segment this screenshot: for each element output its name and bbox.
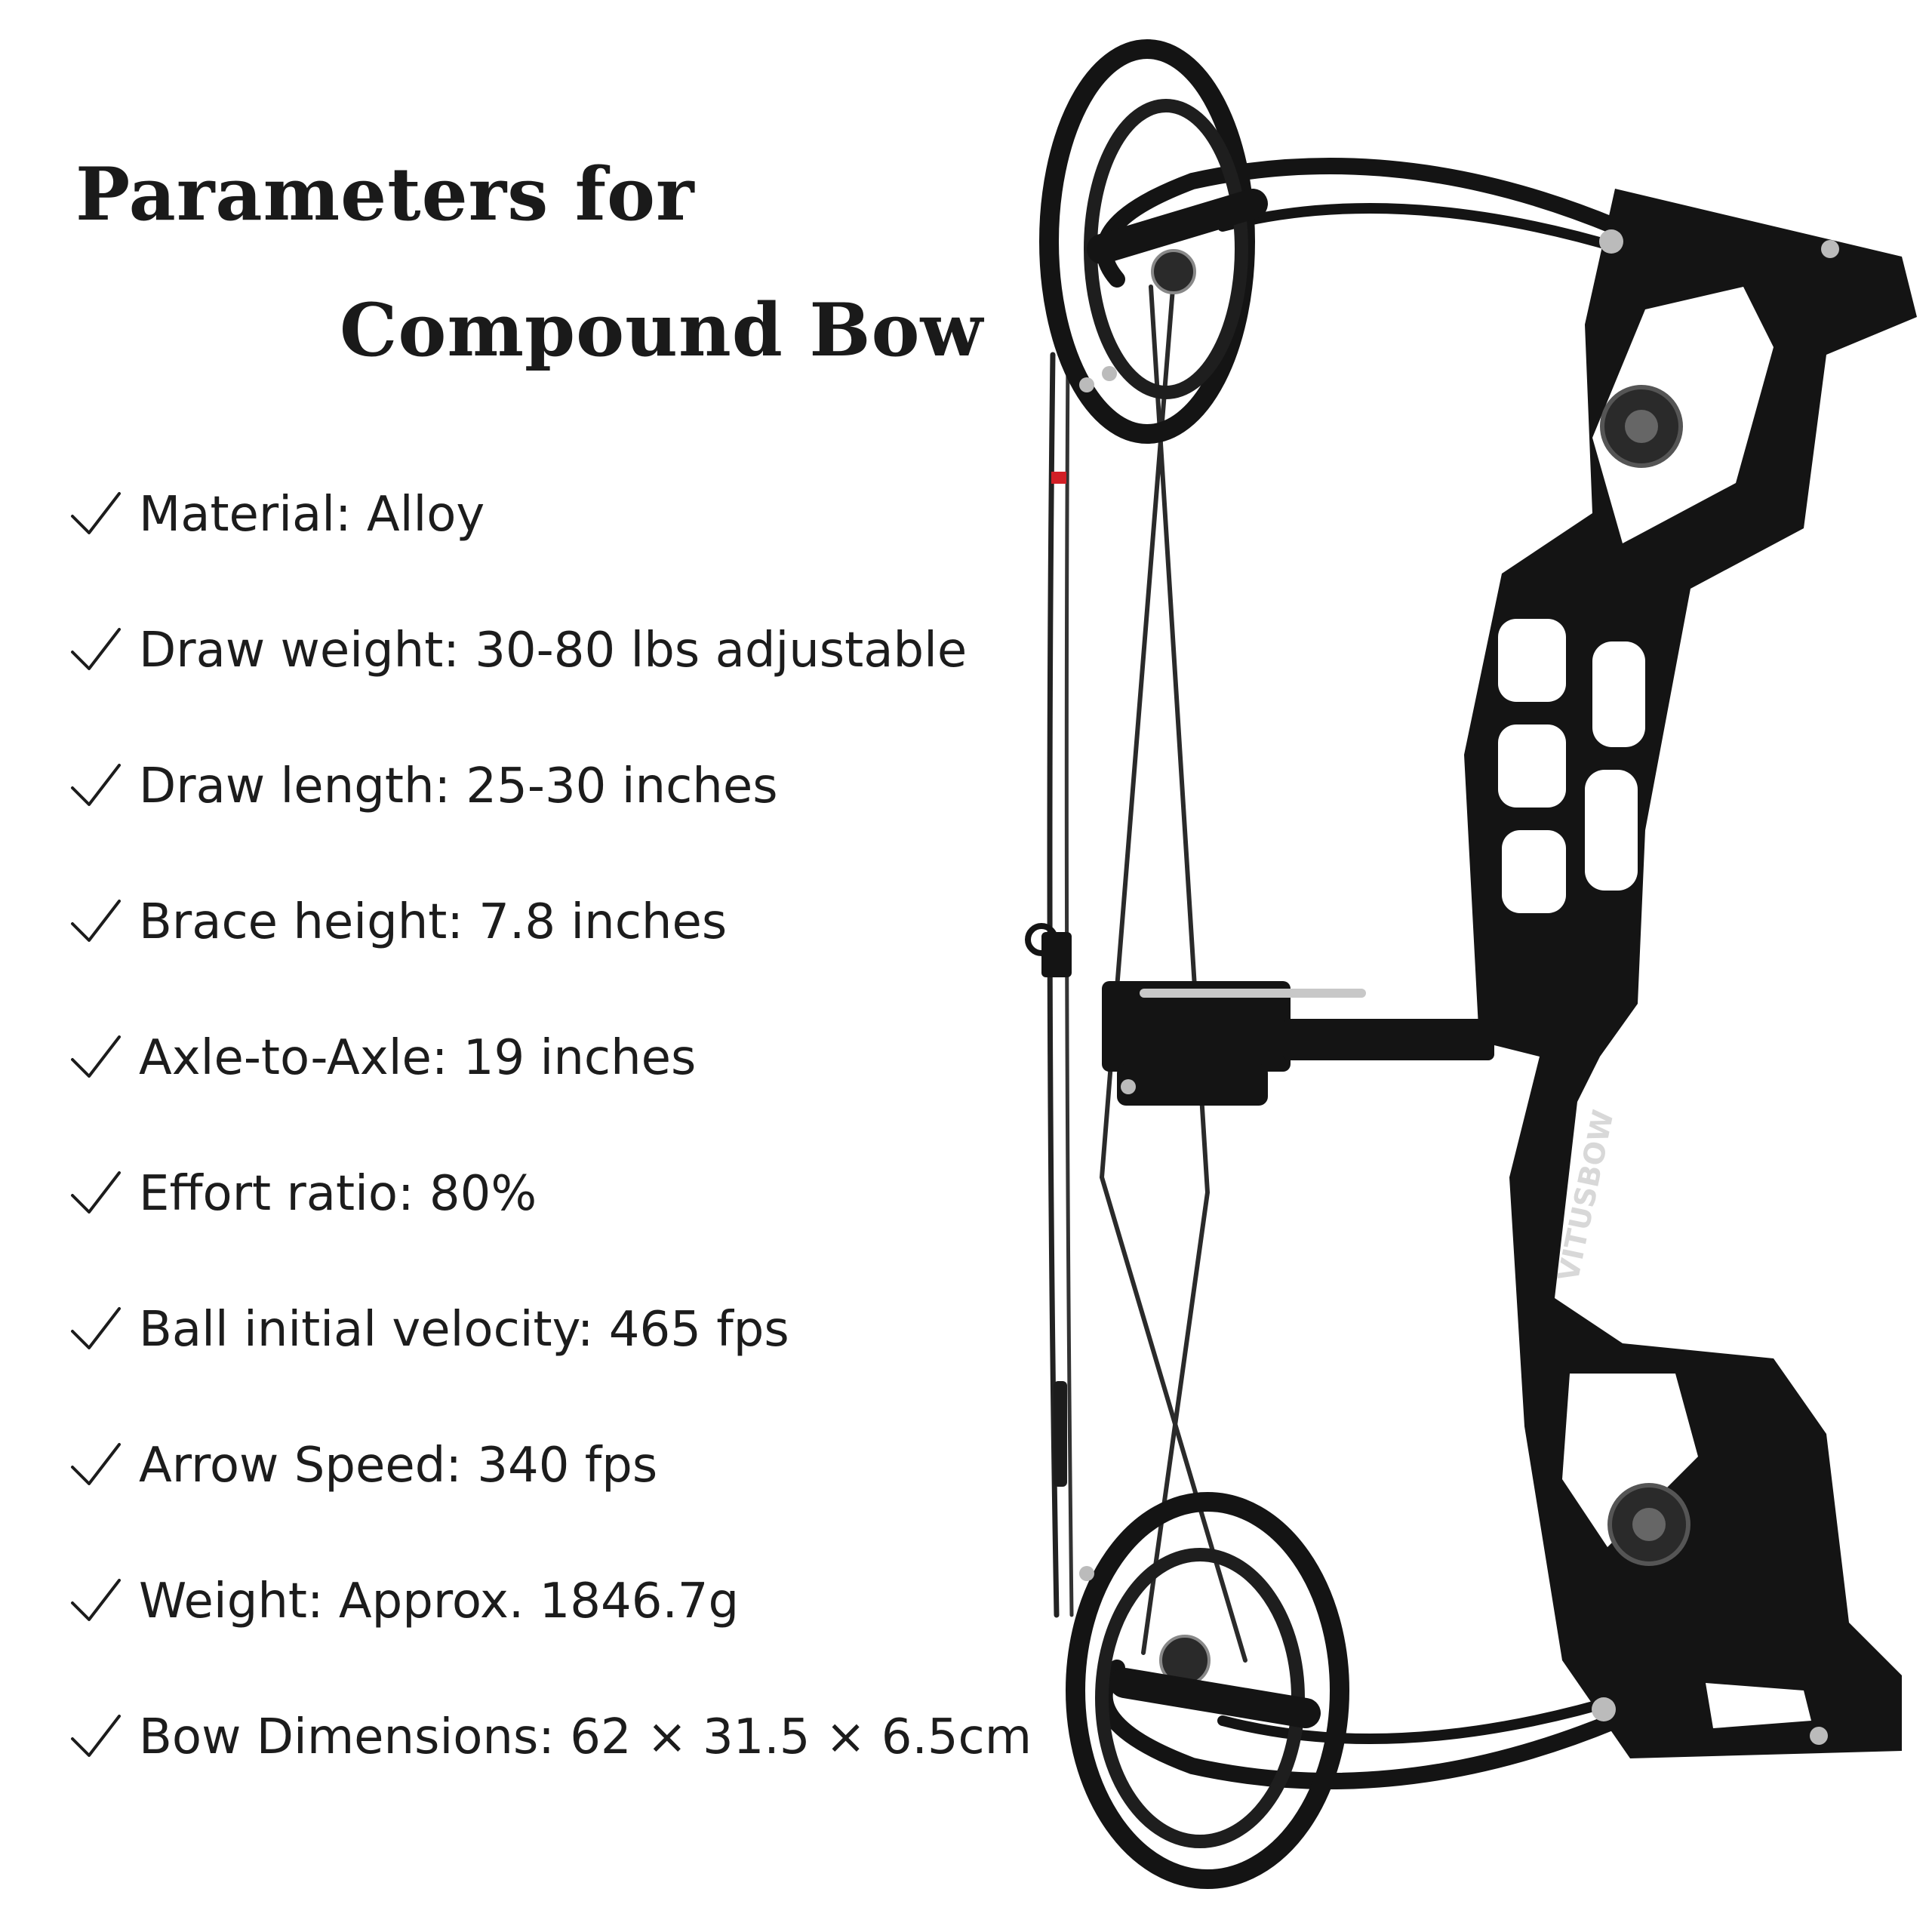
checkmark-icon xyxy=(71,1035,121,1078)
spec-item-brace-height: Brace height: 7.8 inches xyxy=(69,898,1032,1034)
spec-list: Material: Alloy Draw weight: 30-80 lbs a… xyxy=(69,491,1032,1849)
spec-text: Material: Alloy xyxy=(139,487,485,543)
spec-item-weight: Weight: Approx. 1846.7g xyxy=(69,1577,1032,1713)
lower-cam xyxy=(1066,1492,1349,1889)
checkmark-icon xyxy=(71,1579,121,1621)
spec-text: Effort ratio: 80% xyxy=(139,1166,537,1222)
checkmark-icon xyxy=(71,764,121,806)
checkmark-icon xyxy=(71,900,121,942)
checkmark-icon xyxy=(71,492,121,534)
page-title-line-1: Parameters for xyxy=(75,152,695,237)
checkmark-icon xyxy=(71,1715,121,1757)
spec-text: Brace height: 7.8 inches xyxy=(139,894,728,950)
compound-bow-image: VITUSBOW xyxy=(1025,39,1917,1889)
page-title-line-2: Compound Bow xyxy=(340,288,984,373)
checkmark-icon xyxy=(71,1443,121,1485)
spec-text: Draw weight: 30-80 lbs adjustable xyxy=(139,623,968,678)
checkmark-icon xyxy=(71,628,121,670)
checkmark-icon xyxy=(71,1307,121,1349)
spec-item-ball-velocity: Ball initial velocity: 465 fps xyxy=(69,1306,1032,1441)
bow-riser xyxy=(1464,189,1917,1758)
checkmark-icon xyxy=(71,1171,121,1214)
spec-item-draw-weight: Draw weight: 30-80 lbs adjustable xyxy=(69,626,1032,762)
spec-item-draw-length: Draw length: 25-30 inches xyxy=(69,762,1032,898)
spec-text: Ball initial velocity: 465 fps xyxy=(139,1302,789,1358)
spec-item-arrow-speed: Arrow Speed: 340 fps xyxy=(69,1441,1032,1577)
spec-text: Bow Dimensions: 62 × 31.5 × 6.5cm xyxy=(139,1709,1032,1765)
spec-item-effort-ratio: Effort ratio: 80% xyxy=(69,1170,1032,1306)
spec-text: Weight: Approx. 1846.7g xyxy=(139,1574,740,1629)
spec-item-material: Material: Alloy xyxy=(69,491,1032,626)
spec-item-axle-to-axle: Axle-to-Axle: 19 inches xyxy=(69,1034,1032,1170)
spec-text: Draw length: 25-30 inches xyxy=(139,758,778,814)
spec-text: Arrow Speed: 340 fps xyxy=(139,1438,658,1494)
spec-item-dimensions: Bow Dimensions: 62 × 31.5 × 6.5cm xyxy=(69,1713,1032,1849)
string-silencer xyxy=(1051,472,1066,484)
arrow-rest xyxy=(1102,981,1494,1106)
upper-cam xyxy=(1039,39,1268,444)
spec-text: Axle-to-Axle: 19 inches xyxy=(139,1030,697,1086)
